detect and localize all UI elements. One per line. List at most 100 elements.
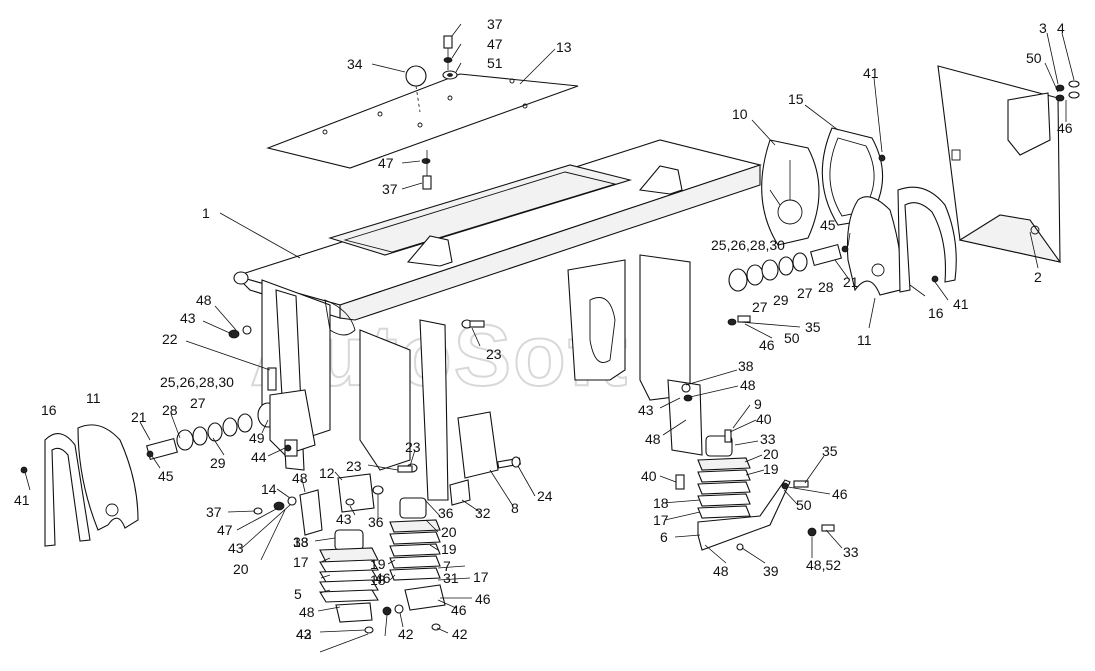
callout-label: 42 xyxy=(398,626,414,642)
callout-label: 7 xyxy=(443,558,451,574)
callout-label: 37 xyxy=(487,16,503,32)
callout-label: 48 xyxy=(292,470,308,486)
callout-label: 46 xyxy=(759,337,775,353)
callout-label: 19 xyxy=(370,556,386,572)
plate-10 xyxy=(761,139,820,246)
callout-label: 19 xyxy=(441,541,457,557)
callout-label: 20 xyxy=(233,561,249,577)
callout-label: 15 xyxy=(788,91,804,107)
callout-label: 11 xyxy=(86,390,101,406)
callout-label: 14 xyxy=(261,481,277,497)
callout-label: 48 xyxy=(740,377,756,393)
leader-lines xyxy=(24,23,1075,653)
callout-label: 29 xyxy=(210,455,226,471)
callout-label: 48 xyxy=(299,604,315,620)
callout-label: 18 xyxy=(293,534,309,550)
callout-label: 44 xyxy=(251,449,267,465)
callout-label: 41 xyxy=(953,296,969,312)
callout-label: 48,52 xyxy=(806,557,841,573)
callout-label: 40 xyxy=(641,468,657,484)
small-nuts xyxy=(20,154,939,634)
callout-label: 33 xyxy=(843,544,859,560)
callout-label: 17 xyxy=(653,512,669,528)
callout-label: 43 xyxy=(296,626,312,642)
callout-label: 25,26,28,30 xyxy=(160,374,234,390)
callout-label: 27 xyxy=(797,285,813,301)
callout-label: 50 xyxy=(796,497,812,513)
left-bracket-16 xyxy=(44,433,91,547)
callout-label: 46 xyxy=(832,486,848,502)
knob-34 xyxy=(405,65,427,113)
left-cover-11 xyxy=(77,424,139,531)
bolt-37-bottom xyxy=(421,150,432,190)
callout-label: 16 xyxy=(41,402,57,418)
callout-label: 37 xyxy=(206,504,222,520)
callout-label: 35 xyxy=(805,319,821,335)
callout-label: 28 xyxy=(162,402,178,418)
callout-label: 41 xyxy=(863,65,879,81)
callout-label: 50 xyxy=(784,330,800,346)
callout-label: 39 xyxy=(763,563,779,579)
center-bumper-assembly xyxy=(389,497,446,611)
right-shaft-rings xyxy=(728,243,849,292)
callout-label: 47 xyxy=(487,36,503,52)
callout-label: 40 xyxy=(756,411,772,427)
callout-label: 36 xyxy=(368,514,384,530)
callout-label: 20 xyxy=(763,446,779,462)
callout-label: 43 xyxy=(638,402,654,418)
callout-label: 1 xyxy=(202,205,210,221)
callout-label: 42 xyxy=(452,626,468,642)
callout-label: 32 xyxy=(475,505,491,521)
callout-label: 45 xyxy=(820,217,836,233)
callout-label: 9 xyxy=(754,396,762,412)
callout-label: 48 xyxy=(196,292,212,308)
callout-label: 43 xyxy=(228,540,244,556)
callout-label: 48 xyxy=(713,563,729,579)
callout-label: 29 xyxy=(773,292,789,308)
callout-label: 50 xyxy=(1026,50,1042,66)
callout-label: 23 xyxy=(346,458,362,474)
right-bumper-assembly xyxy=(667,379,791,551)
callout-label: 23 xyxy=(405,439,421,455)
callout-label: 2 xyxy=(1034,269,1042,285)
callout-label: 43 xyxy=(336,511,352,527)
callout-label: 46 xyxy=(451,602,467,618)
callout-label: 42 xyxy=(296,626,312,642)
right-bracket-16 xyxy=(897,186,957,293)
callout-label: 34 xyxy=(347,56,363,72)
callout-label: 22 xyxy=(162,331,178,347)
callout-label: 46 xyxy=(1057,120,1073,136)
bolt-37-top xyxy=(442,35,458,80)
callout-label: 33 xyxy=(293,534,309,550)
callout-label: 27 xyxy=(190,395,206,411)
cover-plate-13 xyxy=(266,73,579,169)
callout-label: 3 xyxy=(1039,20,1047,36)
callout-label: 20 xyxy=(441,524,457,540)
callout-label: 43 xyxy=(180,310,196,326)
main-frame-1 xyxy=(233,139,762,501)
bracket-8-32 xyxy=(449,411,499,506)
callout-label: 47 xyxy=(217,522,233,538)
callout-label: 17 xyxy=(473,569,489,585)
callout-label: 8 xyxy=(511,500,519,516)
callout-label: 10 xyxy=(732,106,748,122)
callout-label: 51 xyxy=(487,55,503,71)
callout-label: 33 xyxy=(760,431,776,447)
callout-label: 23 xyxy=(486,346,502,362)
callout-label: 11 xyxy=(857,332,872,348)
callout-labels: 37 47 51 34 13 47 37 3 4 50 46 41 10 15 … xyxy=(14,16,1073,642)
callout-label: 37 xyxy=(382,181,398,197)
callout-label: 6 xyxy=(660,529,668,545)
callout-label: 4 xyxy=(1057,20,1065,36)
callout-label: 13 xyxy=(556,39,572,55)
callout-label: 45 xyxy=(158,468,174,484)
callout-label: 35 xyxy=(822,443,838,459)
side-cover-2 xyxy=(937,65,1062,263)
callout-label: 36 xyxy=(438,505,454,521)
callout-label: 49 xyxy=(249,430,265,446)
callout-label: 24 xyxy=(537,488,553,504)
callout-label: 27 xyxy=(752,299,768,315)
callout-label: 31 xyxy=(443,570,459,586)
left-mount-plate xyxy=(269,389,316,457)
